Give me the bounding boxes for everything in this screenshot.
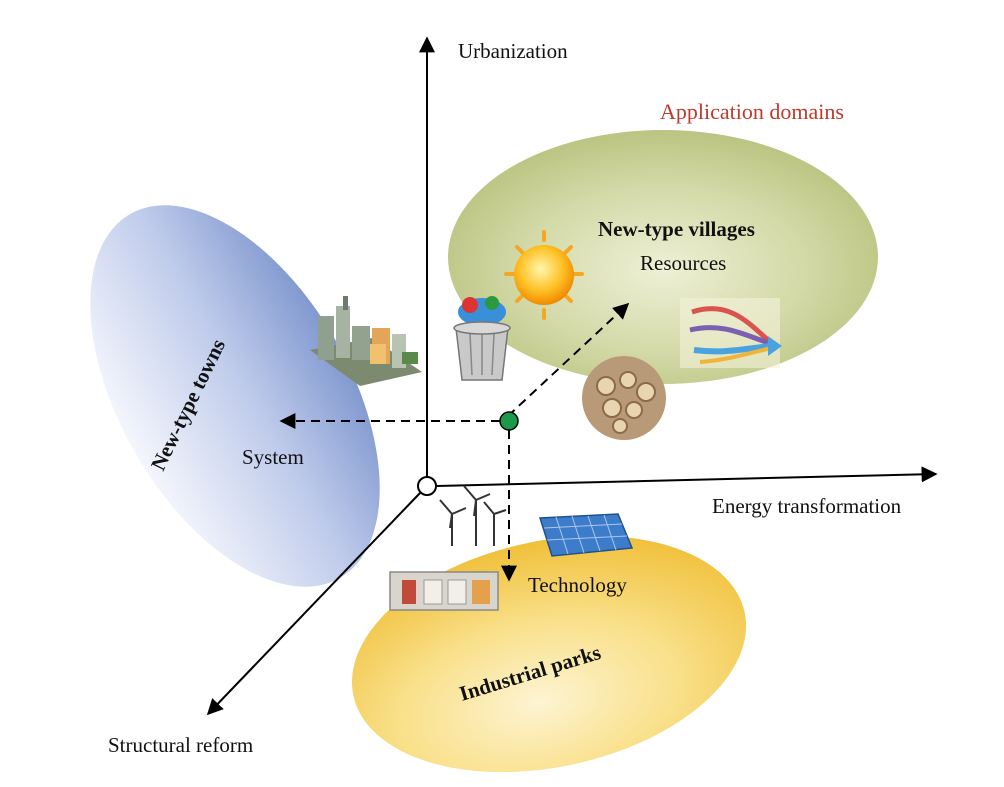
application-domains-title: Application domains	[660, 99, 844, 124]
energy-transformation-label: Energy transformation	[712, 494, 902, 518]
center-point	[499, 411, 519, 431]
factory-icon	[310, 296, 422, 386]
urbanization-label: Urbanization	[458, 39, 568, 63]
new-type-towns-region	[90, 205, 380, 587]
wind-turbines-icon	[439, 485, 507, 546]
new-type-villages-label: New-type villages	[598, 217, 755, 241]
dashed-arrow-to-resources	[507, 302, 630, 417]
flow-map-icon	[680, 298, 782, 368]
system-label: System	[242, 445, 304, 469]
firewood-logs-icon	[582, 356, 666, 440]
resources-label: Resources	[640, 251, 726, 275]
trash-bin-icon	[453, 296, 511, 381]
technology-label: Technology	[528, 573, 627, 597]
energy-transformation-axis	[436, 466, 938, 487]
structural-reform-label: Structural reform	[108, 733, 253, 757]
origin-point	[417, 476, 437, 496]
sun-icon	[504, 230, 584, 320]
solar-panel-icon	[538, 513, 634, 557]
energy-storage-cabinet-icon	[389, 571, 499, 611]
structural-reform-axis	[206, 492, 421, 716]
